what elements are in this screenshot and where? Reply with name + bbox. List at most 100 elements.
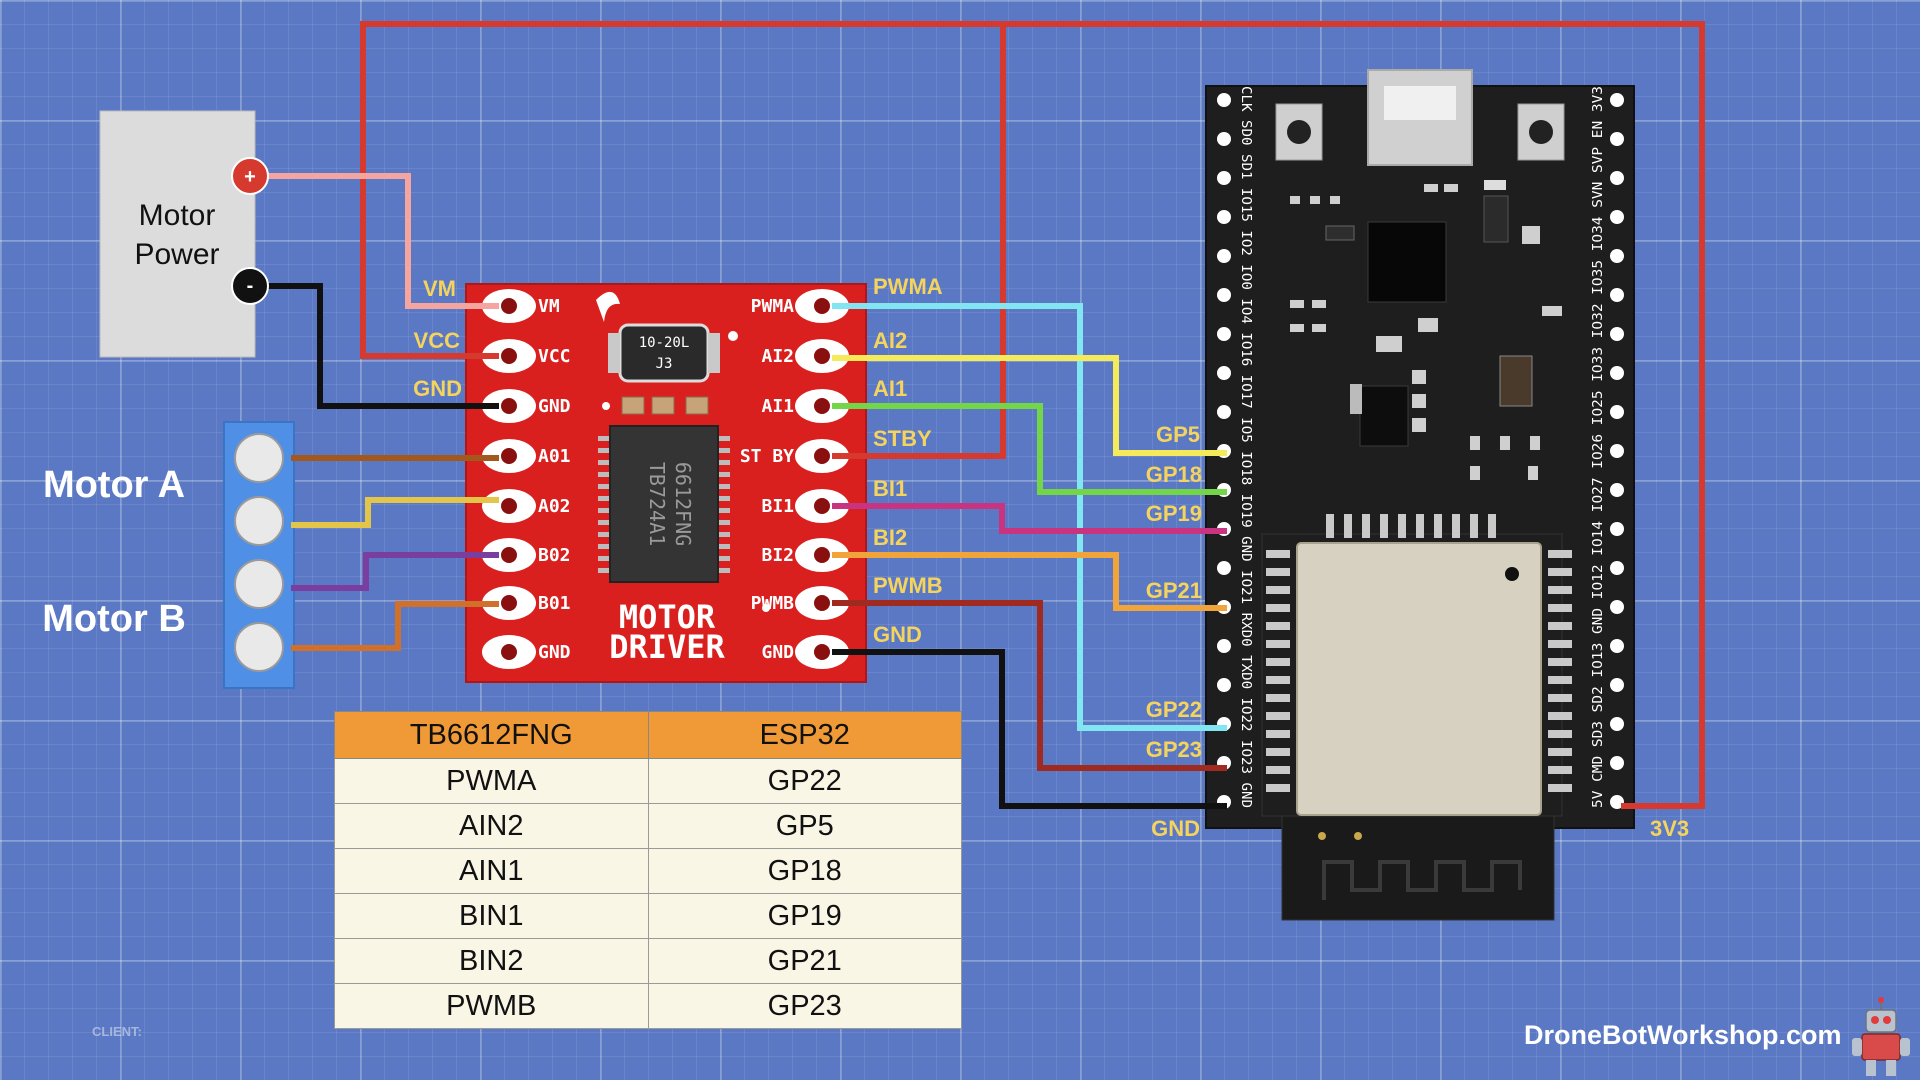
capacitor [1499,355,1533,407]
driver-pin-a02: A02 [538,496,571,517]
usb-uart-chip [1367,221,1447,303]
component [1483,195,1509,243]
motor-power-box: Motor Power [99,110,256,358]
table-header-row: TB6612FNG ESP32 [334,711,962,759]
component [1528,466,1538,480]
table-row: BIN1 GP19 [334,893,962,939]
brand-watermark: DroneBotWorkshop.com [1524,1020,1842,1050]
wire-b01 [291,601,499,651]
wire-pwmb [832,600,1227,771]
board-title-1: MOTOR [619,598,716,636]
inductor-label-1: 10-20L [639,335,690,351]
motor-power-plus-terminal: + [231,157,269,195]
motor-power-minus-terminal: - [231,267,269,305]
label-pwmb: PWMB [873,573,943,598]
pin1-marker [602,402,610,410]
inductor-component: 10-20L J3 [608,323,720,383]
label-gp21: GP21 [1146,578,1202,603]
chip-label-1: TB724A1 [645,462,669,546]
tb6612-chip: TB724A1 6612FNG [598,425,730,583]
motor-driver-board: VM VCC GND A01 A02 B02 B01 GND PWMA AI2 … [465,283,867,683]
reset-button-cap [1529,120,1553,144]
driver-pin-gnd: GND [538,396,571,417]
driver-pin-b02: B02 [538,545,571,566]
wire-ai1 [832,403,1227,495]
component [1412,418,1426,432]
label-ai2: AI2 [873,328,907,353]
label-gp23: GP23 [1146,737,1202,762]
esp32-wroom-module [1261,514,1572,921]
table-header-esp32: ESP32 [647,711,962,759]
capacitor [651,396,675,415]
plus-icon: + [244,166,256,188]
usb-port-opening [1384,86,1456,120]
table-cell: AIN2 [334,803,649,849]
label-pwma: PWMA [873,274,943,299]
antenna-via [1318,832,1326,840]
motor-connector-pin [234,622,284,672]
component [1470,466,1480,480]
chip-label-2: 6612FNG [671,462,695,546]
module-shield [1296,542,1542,816]
wire-pwma [832,303,1227,731]
component [1290,196,1300,204]
driver-pin-a01: A01 [538,446,571,467]
table-row: BIN2 GP21 [334,938,962,984]
table-cell: BIN1 [334,893,649,939]
table-cell: GP5 [647,803,962,849]
table-cell: GP22 [647,758,962,804]
table-cell: AIN1 [334,848,649,894]
label-stby: STBY [873,426,932,451]
antenna-trace [1322,860,1522,900]
label-gnd: GND [413,376,462,401]
board-title-2: DRIVER [609,628,725,666]
wire-b02 [291,552,499,591]
driver-pin-gnd-3: GND [761,642,794,663]
component [1312,324,1326,332]
esp32-left-silkscreen: CLK SD0 SD1 IO15 IO2 IO0 IO4 IO16 IO17 I… [1238,86,1253,808]
table-cell: GP21 [647,938,962,984]
wire-stby [832,21,1006,459]
wire-bi1 [832,503,1227,534]
capacitor [621,396,645,415]
motor-connector [223,421,295,689]
driver-pin-vcc: VCC [538,346,571,367]
pin-mapping-table: TB6612FNG ESP32 PWMA GP22 AIN2 GP5 AIN1 … [334,711,962,1029]
driver-pin-bi1: BI1 [761,496,794,517]
table-cell: BIN2 [334,938,649,984]
component [1484,180,1506,190]
wire-bi2 [832,552,1227,611]
label-vm: VM [423,276,456,301]
esp32-board: CLK SD0 SD1 IO15 IO2 IO0 IO4 IO16 IO17 I… [1205,69,1635,921]
wire-gnd-esp [832,649,1227,809]
component [1522,226,1540,244]
wire-vm [259,173,499,309]
label-vcc: VCC [414,328,461,353]
motor-b-label: Motor B [42,598,186,640]
component [1312,300,1326,308]
motor-power-label-2: Power [134,238,219,271]
motor-connector-pin [234,496,284,546]
table-row: PWMA GP22 [334,758,962,804]
motor-a-label: Motor A [43,464,185,506]
driver-left-pads [482,289,536,669]
driver-pin-b01: B01 [538,593,571,614]
component [1376,336,1402,352]
component [1350,384,1362,414]
label-gp22: GP22 [1146,697,1202,722]
component [1330,196,1340,204]
driver-pin-gnd-2: GND [538,642,571,663]
component [1310,196,1320,204]
boot-button-cap [1287,120,1311,144]
table-cell: PWMB [334,983,649,1029]
label-gp18: GP18 [1146,462,1202,487]
label-gp5: GP5 [1156,422,1200,447]
driver-pin-ai1: AI1 [761,396,794,417]
table-cell: GP18 [647,848,962,894]
wire-gnd-power [259,283,499,409]
table-cell: GP19 [647,893,962,939]
wires [259,21,1705,809]
motor-power-label-1: Motor [139,199,216,232]
driver-pin-pwmb: PWMB [751,593,795,614]
